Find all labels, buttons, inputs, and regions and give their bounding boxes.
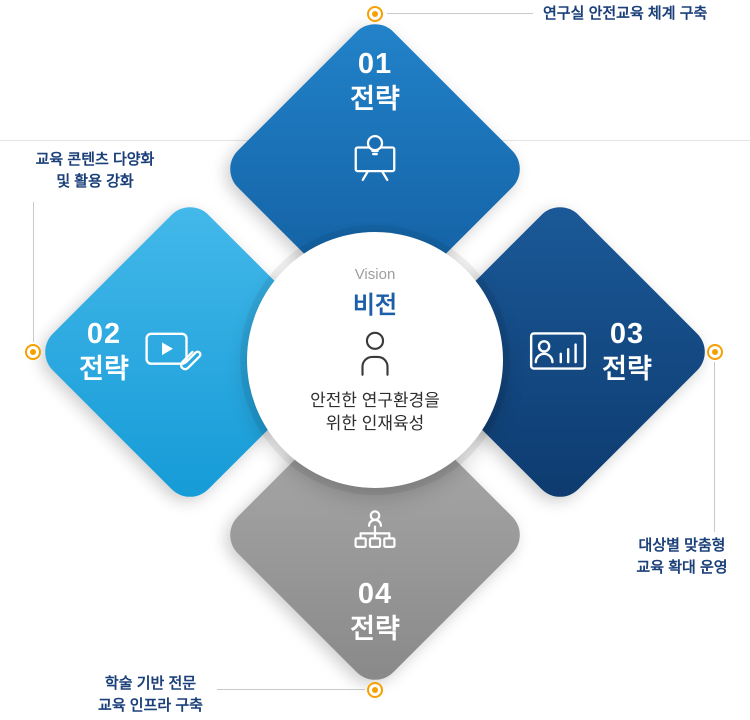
strategy-04-content: 04 전략 <box>305 508 445 646</box>
presentation-idea-icon <box>347 130 403 186</box>
strategy-04-number: 04 <box>357 578 393 610</box>
callout-right-line1: 대상별 맞춤형 <box>638 537 726 554</box>
org-hierarchy-icon <box>348 508 402 557</box>
audience-analytics-icon <box>528 326 588 376</box>
strategy-03-label: 전략 <box>602 354 652 384</box>
connector-line-right <box>714 362 715 532</box>
connector-line-bottom <box>217 689 365 690</box>
strategy-02-text: 02 전략 <box>79 316 129 386</box>
vision-statement-line1: 안전한 연구환경을 <box>310 391 440 410</box>
strategy-01-label: 전략 <box>350 84 400 114</box>
strategy-02-content: 02 전략 <box>55 316 225 386</box>
connector-dot-left <box>25 344 41 360</box>
callout-top: 연구실 안전교육 체계 구축 <box>543 5 708 22</box>
strategy-03-number: 03 <box>609 318 645 350</box>
connector-dot-bottom <box>367 682 383 698</box>
callout-bottom: 학술 기반 전문 교육 인프라 구축 <box>58 673 243 717</box>
strategy-03-text: 03 전략 <box>602 316 652 386</box>
vision-circle: Vision 비전 안전한 연구환경을 위한 인재육성 <box>247 232 503 488</box>
connector-line-left <box>33 202 34 342</box>
callout-right: 대상별 맞춤형 교육 확대 운영 <box>602 535 750 579</box>
strategy-02-label: 전략 <box>79 354 129 384</box>
callout-left: 교육 콘텐츠 다양화 및 활용 강화 <box>15 149 175 193</box>
strategy-02-number: 02 <box>86 318 122 350</box>
person-outline-icon <box>350 330 400 382</box>
connector-dot-right <box>707 344 723 360</box>
connector-line-top <box>387 13 533 14</box>
callout-left-line1: 교육 콘텐츠 다양화 <box>35 151 155 168</box>
strategy-03-content: 03 전략 <box>505 316 675 386</box>
callout-right-line2: 교육 확대 운영 <box>636 559 728 576</box>
vision-statement-line2: 위한 인재육성 <box>325 413 425 433</box>
video-media-clip-icon <box>143 322 202 380</box>
strategy-01-number: 01 <box>357 48 393 80</box>
connector-dot-top <box>367 6 383 22</box>
vision-label-en: Vision <box>354 266 396 283</box>
strategy-01-content: 01 전략 <box>305 46 445 191</box>
callout-bottom-line2: 교육 인프라 구축 <box>98 697 203 714</box>
callout-left-line2: 및 활용 강화 <box>56 173 134 190</box>
callout-bottom-line1: 학술 기반 전문 <box>104 675 197 692</box>
strategy-04-label: 전략 <box>350 614 400 644</box>
vision-label-ko: 비전 <box>352 292 398 319</box>
vision-statement: 안전한 연구환경을 위한 인재육성 <box>310 390 440 436</box>
